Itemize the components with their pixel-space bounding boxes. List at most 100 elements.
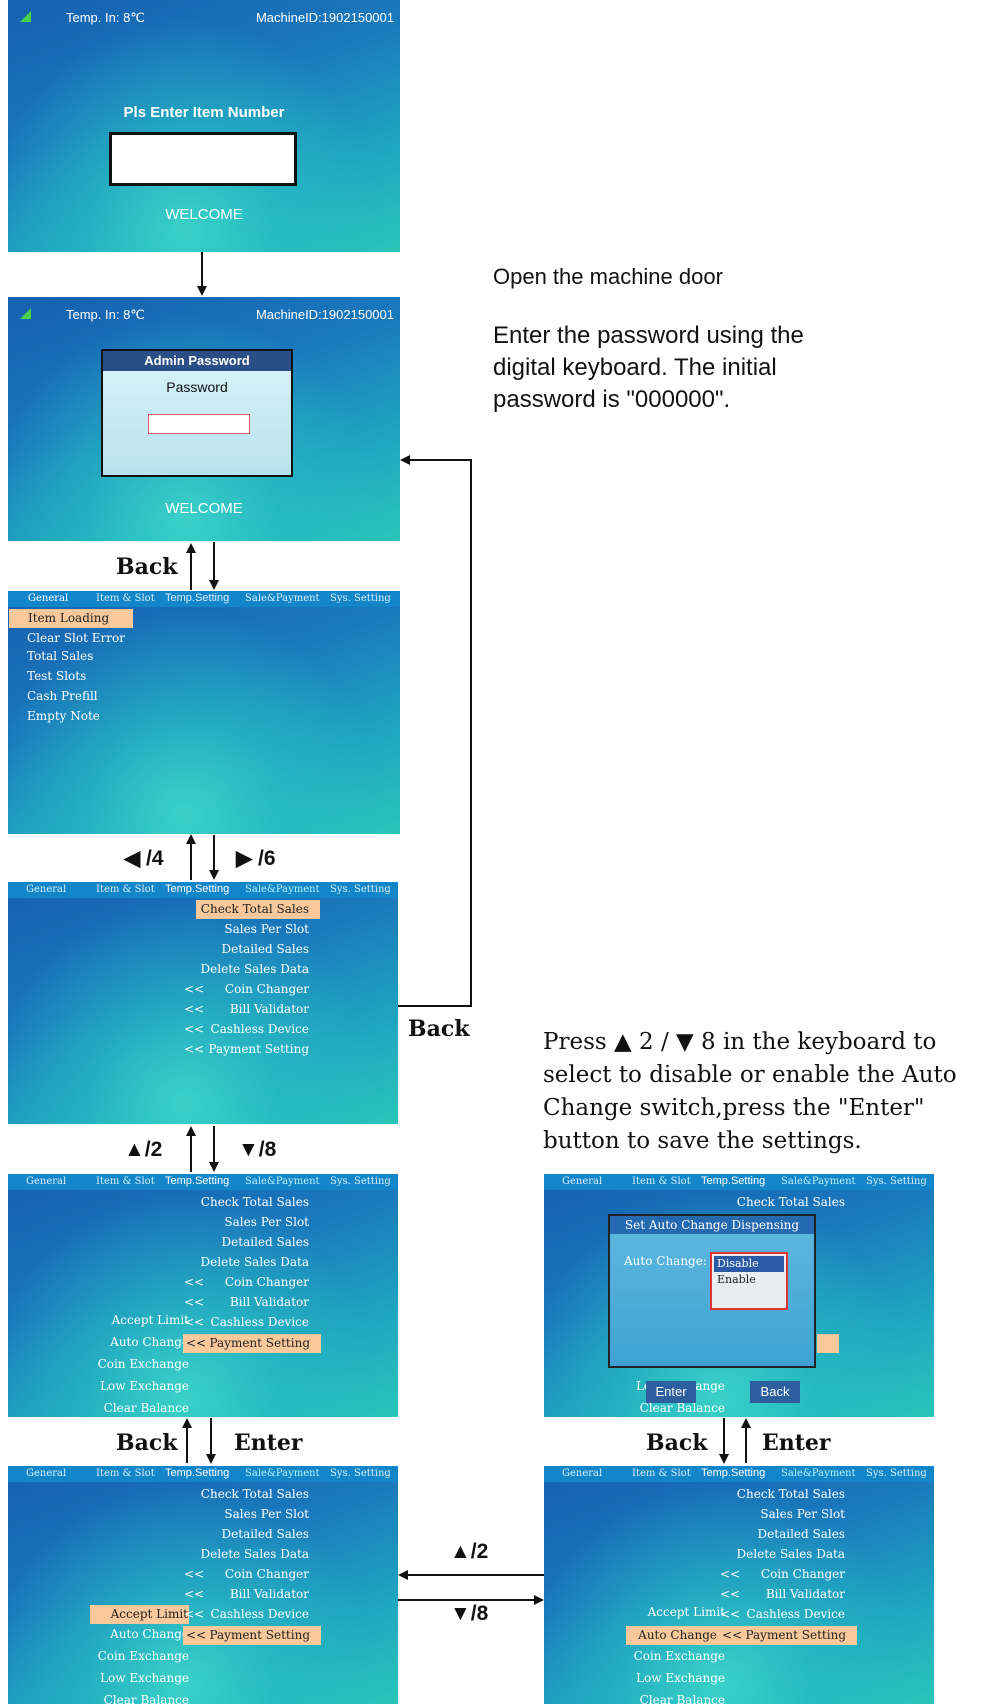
option-enable[interactable]: Enable	[717, 1273, 756, 1286]
menu-test-slots[interactable]: Test Slots	[27, 669, 87, 683]
tab-sale-payment[interactable]: Sale&Payment	[245, 884, 320, 895]
item-number-input[interactable]	[109, 132, 297, 186]
tab-temp-setting[interactable]: Temp.Setting	[701, 1175, 766, 1187]
menu-item-loading[interactable]: Item Loading	[9, 609, 133, 628]
submenu-auto-change[interactable]: Auto Change	[110, 1335, 189, 1349]
tab-temp-setting[interactable]: Temp.Setting	[165, 592, 230, 604]
label-up-2: ▲/2	[450, 1540, 489, 1563]
menu-cash-prefill[interactable]: Cash Prefill	[27, 689, 98, 703]
tab-sale-payment[interactable]: Sale&Payment	[245, 1176, 320, 1187]
tab-general[interactable]: General	[26, 884, 67, 895]
menu-delete-sales-data[interactable]: Delete Sales Data	[200, 1547, 309, 1561]
menu-payment-setting-selected[interactable]: << Payment Setting	[183, 1334, 321, 1353]
submenu-clear-balance[interactable]: Clear Balance	[103, 1693, 189, 1704]
tab-temp-setting[interactable]: Temp.Setting	[165, 1175, 230, 1187]
menu-bill-validator[interactable]: Bill Validator	[229, 1295, 309, 1309]
menu-check-total-sales[interactable]: Check Total Sales	[736, 1195, 845, 1209]
submenu-low-exchange[interactable]: Low Exchange	[100, 1671, 189, 1685]
tab-sys-setting[interactable]: Sys. Setting	[330, 1468, 391, 1479]
menu-check-total-sales[interactable]: Check Total Sales	[200, 1195, 309, 1209]
submenu-auto-change-selected[interactable]: Auto Change	[626, 1626, 720, 1645]
menu-delete-sales-data[interactable]: Delete Sales Data	[736, 1547, 845, 1561]
tab-sys-setting[interactable]: Sys. Setting	[330, 593, 391, 604]
menu-cashless-device[interactable]: Cashless Device	[746, 1607, 845, 1621]
submenu-coin-exchange[interactable]: Coin Exchange	[633, 1649, 725, 1663]
tab-sys-setting[interactable]: Sys. Setting	[866, 1176, 927, 1187]
menu-bill-validator[interactable]: Bill Validator	[765, 1587, 845, 1601]
menu-payment-setting-label: Payment Setting	[209, 1336, 310, 1350]
tab-general[interactable]: General	[26, 1468, 67, 1479]
menu-coin-changer[interactable]: Coin Changer	[224, 1567, 309, 1581]
submenu-accept-limit[interactable]: Accept Limit	[111, 1313, 189, 1327]
tab-item-slot[interactable]: Item & Slot	[96, 1468, 155, 1479]
menu-detailed-sales[interactable]: Detailed Sales	[221, 942, 309, 956]
tab-general[interactable]: General	[28, 593, 69, 604]
welcome-screen: Temp. In: 8℃ MachineID:1902150001 Pls En…	[8, 0, 400, 252]
tab-item-slot[interactable]: Item & Slot	[96, 884, 155, 895]
menu-check-total-sales[interactable]: Check Total Sales	[200, 1487, 309, 1501]
tab-item-slot[interactable]: Item & Slot	[632, 1176, 691, 1187]
label-left-4: ◀ /4	[124, 847, 164, 870]
menu-bill-validator[interactable]: Bill Validator	[229, 1002, 309, 1016]
tab-temp-setting[interactable]: Temp.Setting	[165, 1467, 230, 1479]
menu-delete-sales-data[interactable]: Delete Sales Data	[200, 1255, 309, 1269]
password-input[interactable]	[148, 414, 250, 434]
menu-coin-changer[interactable]: Coin Changer	[224, 982, 309, 996]
submenu-clear-balance[interactable]: Clear Balance	[639, 1401, 725, 1415]
menu-cashless-device[interactable]: Cashless Device	[210, 1315, 309, 1329]
submenu-coin-exchange[interactable]: Coin Exchange	[97, 1357, 189, 1371]
signal-icon	[20, 308, 31, 319]
tab-sale-payment[interactable]: Sale&Payment	[245, 1468, 320, 1479]
menu-empty-note[interactable]: Empty Note	[27, 709, 100, 723]
submenu-low-exchange[interactable]: Low Exchange	[636, 1671, 725, 1685]
menu-sales-per-slot[interactable]: Sales Per Slot	[224, 922, 309, 936]
tab-general[interactable]: General	[562, 1468, 603, 1479]
submenu-coin-exchange[interactable]: Coin Exchange	[97, 1649, 189, 1663]
menu-detailed-sales[interactable]: Detailed Sales	[221, 1235, 309, 1249]
submenu-low-exchange[interactable]: Low Exchange	[100, 1379, 189, 1393]
menu-cashless-device[interactable]: Cashless Device	[210, 1022, 309, 1036]
tab-sale-payment[interactable]: Sale&Payment	[245, 593, 320, 604]
tab-temp-setting[interactable]: Temp.Setting	[701, 1467, 766, 1479]
note-password: Enter the password using the digital key…	[493, 322, 804, 413]
back-button[interactable]: Back	[750, 1381, 800, 1403]
auto-change-select[interactable]: Disable Enable	[710, 1252, 788, 1310]
tab-sys-setting[interactable]: Sys. Setting	[330, 1176, 391, 1187]
menu-payment-setting-selected[interactable]: << Payment Setting	[719, 1626, 857, 1645]
option-disable[interactable]: Disable	[714, 1256, 784, 1272]
menu-clear-slot-error[interactable]: Clear Slot Error	[27, 631, 125, 645]
menu-sales-per-slot[interactable]: Sales Per Slot	[224, 1215, 309, 1229]
submenu-auto-change[interactable]: Auto Change	[110, 1627, 189, 1641]
menu-check-total-sales[interactable]: Check Total Sales	[736, 1487, 845, 1501]
menu-payment-setting-selected[interactable]: << Payment Setting	[183, 1626, 321, 1645]
submenu-accept-limit-selected[interactable]: Accept Limit	[90, 1605, 189, 1624]
submenu-clear-balance[interactable]: Clear Balance	[103, 1401, 189, 1415]
menu-cashless-device[interactable]: Cashless Device	[210, 1607, 309, 1621]
tab-item-slot[interactable]: Item & Slot	[96, 1176, 155, 1187]
tab-item-slot[interactable]: Item & Slot	[632, 1468, 691, 1479]
tab-general[interactable]: General	[26, 1176, 67, 1187]
tab-sale-payment[interactable]: Sale&Payment	[781, 1468, 856, 1479]
menu-detailed-sales[interactable]: Detailed Sales	[221, 1527, 309, 1541]
submenu-clear-balance[interactable]: Clear Balance	[639, 1693, 725, 1704]
menu-payment-setting[interactable]: Payment Setting	[208, 1042, 309, 1056]
menu-coin-changer[interactable]: Coin Changer	[760, 1567, 845, 1581]
tab-temp-setting[interactable]: Temp.Setting	[165, 883, 230, 895]
chevron-left-icon: <<	[722, 1628, 743, 1642]
tab-sys-setting[interactable]: Sys. Setting	[330, 884, 391, 895]
submenu-accept-limit[interactable]: Accept Limit	[647, 1605, 725, 1619]
menu-sales-per-slot[interactable]: Sales Per Slot	[224, 1507, 309, 1521]
tab-sale-payment[interactable]: Sale&Payment	[781, 1176, 856, 1187]
menu-detailed-sales[interactable]: Detailed Sales	[757, 1527, 845, 1541]
tab-sys-setting[interactable]: Sys. Setting	[866, 1468, 927, 1479]
tab-item-slot[interactable]: Item & Slot	[96, 593, 155, 604]
tab-general[interactable]: General	[562, 1176, 603, 1187]
menu-total-sales[interactable]: Total Sales	[27, 649, 94, 663]
enter-button[interactable]: Enter	[646, 1381, 696, 1403]
menu-check-total-sales[interactable]: Check Total Sales	[196, 900, 320, 919]
menu-payment-setting-selected[interactable]	[817, 1334, 839, 1353]
menu-sales-per-slot[interactable]: Sales Per Slot	[760, 1507, 845, 1521]
menu-bill-validator[interactable]: Bill Validator	[229, 1587, 309, 1601]
menu-coin-changer[interactable]: Coin Changer	[224, 1275, 309, 1289]
menu-delete-sales-data[interactable]: Delete Sales Data	[200, 962, 309, 976]
